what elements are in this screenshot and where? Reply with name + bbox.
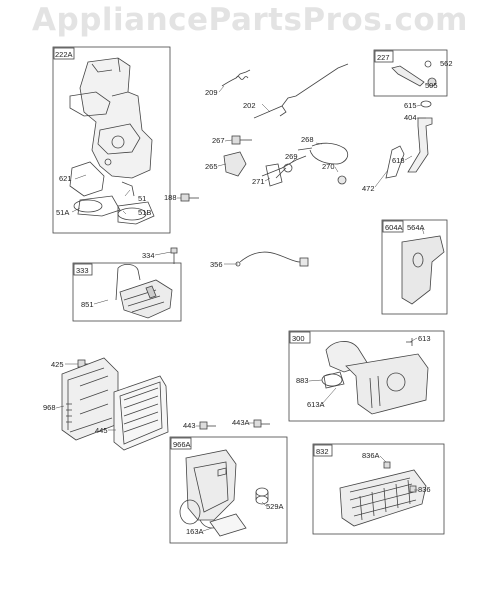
- screw-188: [180, 193, 199, 202]
- label-51b: 51B: [138, 208, 151, 217]
- hose-529a: [255, 487, 269, 505]
- label-271: 271: [252, 177, 265, 186]
- box-966a-tag: [170, 437, 192, 450]
- box-tag-966a: 966A: [173, 440, 191, 449]
- box-832-tag: [313, 444, 333, 457]
- shield-drawing: [401, 235, 445, 305]
- label-564a: 564A: [407, 223, 425, 232]
- box-227-tag: [374, 50, 394, 63]
- muffler-guard-drawing: [339, 461, 427, 527]
- control-271: [265, 163, 283, 187]
- box-227: [373, 49, 448, 97]
- governor-link-202: [253, 63, 349, 119]
- governor-lever-269: [261, 155, 307, 179]
- label-443a: 443A: [232, 418, 250, 427]
- screw-267: [231, 135, 252, 145]
- box-604a: [381, 219, 448, 315]
- bracket-265: [223, 151, 247, 177]
- washer-615: [420, 100, 432, 108]
- screw-443: [199, 421, 216, 430]
- label-209: 209: [205, 88, 218, 97]
- governor-spring-209: [221, 69, 251, 87]
- dipstick-tube-618: [407, 117, 433, 173]
- box-tag-300: 300: [292, 334, 305, 343]
- label-334: 334: [142, 251, 155, 260]
- box-tag-333: 333: [76, 266, 89, 275]
- label-269: 269: [285, 152, 298, 161]
- box-300: [288, 330, 445, 422]
- wire-356: [235, 251, 309, 267]
- watermark: AppliancePartsPros.com: [32, 2, 468, 38]
- box-333: [72, 262, 182, 322]
- air-cleaner-base-drawing: [179, 449, 247, 537]
- screw-443a: [253, 419, 270, 428]
- box-966a: [169, 436, 288, 544]
- label-562: 562: [440, 59, 453, 68]
- label-615: 615: [404, 101, 417, 110]
- box-222a: [52, 46, 171, 234]
- label-188: 188: [164, 193, 177, 202]
- label-404: 404: [404, 113, 417, 122]
- label-968: 968: [43, 403, 56, 412]
- label-267: 267: [212, 136, 225, 145]
- cable-268: [297, 142, 349, 165]
- label-445: 445: [95, 426, 108, 435]
- box-222a-tag: [53, 47, 75, 60]
- bracket-472: [385, 145, 405, 179]
- choke-link-drawing: [391, 60, 437, 87]
- box-604a-tag: [382, 220, 404, 233]
- label-529a: 529A: [266, 502, 284, 511]
- box-tag-832: 832: [316, 447, 329, 456]
- label-51a: 51A: [56, 208, 69, 217]
- screw-334: [170, 247, 178, 264]
- label-163a: 163A: [186, 527, 204, 536]
- box-tag-604a: 604A: [385, 223, 403, 232]
- box-tag-222a: 222A: [55, 50, 73, 59]
- nut-270: [337, 175, 347, 185]
- label-265: 265: [205, 162, 218, 171]
- label-836a: 836A: [362, 451, 380, 460]
- label-202: 202: [243, 101, 256, 110]
- label-505: 505: [425, 81, 438, 90]
- label-268: 268: [301, 135, 314, 144]
- label-270: 270: [322, 162, 335, 171]
- label-443: 443: [183, 421, 196, 430]
- armature-drawing: [115, 264, 173, 319]
- label-883: 883: [296, 376, 309, 385]
- label-618: 618: [392, 156, 405, 165]
- carburetor-drawing: [69, 57, 155, 225]
- label-613a: 613A: [307, 400, 325, 409]
- muffler-drawing: [321, 338, 429, 415]
- box-832: [312, 443, 445, 535]
- label-851: 851: [81, 300, 94, 309]
- label-472: 472: [362, 184, 375, 193]
- air-filter-cover-drawing: [61, 357, 119, 441]
- air-filter-445: [113, 375, 169, 451]
- box-300-tag: [289, 331, 311, 344]
- box-tag-227: 227: [377, 53, 390, 62]
- box-333-tag: [73, 263, 93, 276]
- label-356: 356: [210, 260, 223, 269]
- label-613: 613: [418, 334, 431, 343]
- label-51: 51: [138, 194, 146, 203]
- label-836: 836: [418, 485, 431, 494]
- label-425: 425: [51, 360, 64, 369]
- label-621: 621: [59, 174, 72, 183]
